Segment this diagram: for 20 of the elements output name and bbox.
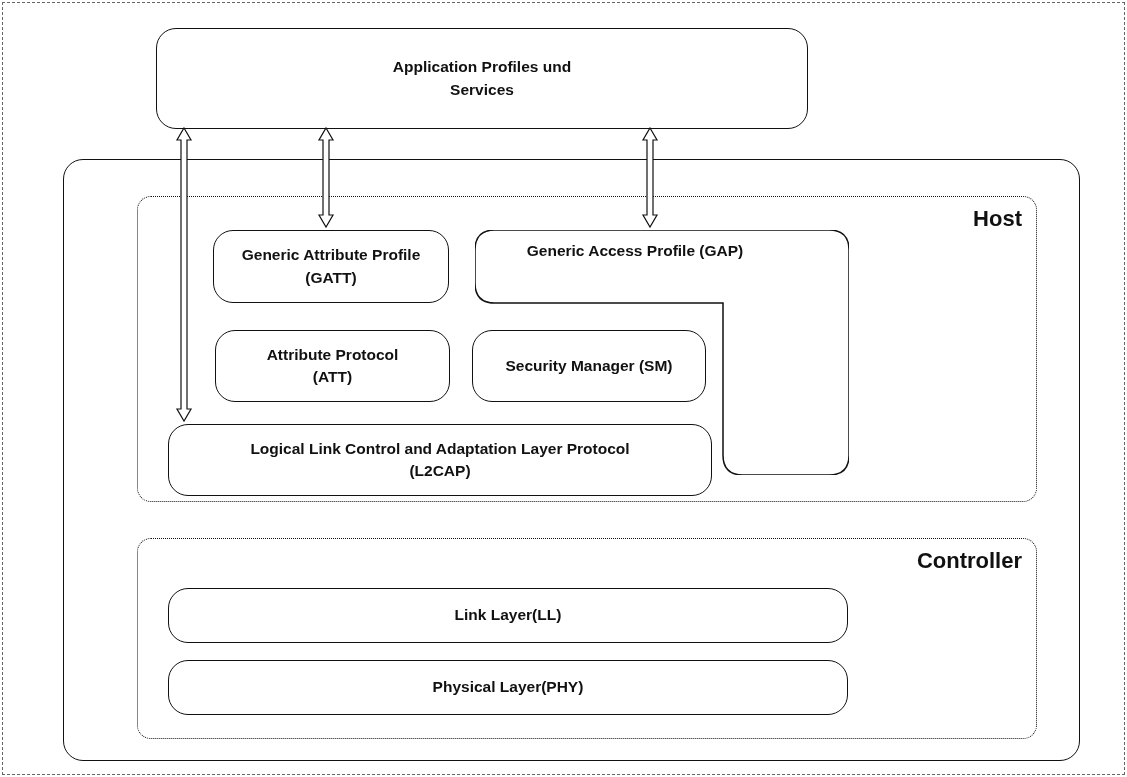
layer-box xyxy=(168,424,712,496)
layer-box xyxy=(168,588,848,643)
layer-label: Application Profiles und Services xyxy=(391,57,573,100)
layer-label: Attribute Protocol (ATT) xyxy=(265,344,400,387)
group-heading: Controller xyxy=(916,547,1022,575)
layer-label: Generic Attribute Profile (GATT) xyxy=(240,245,422,288)
layer-label: Security Manager (SM) xyxy=(505,355,673,376)
layer-box xyxy=(156,28,808,129)
layer-label: Generic Access Profile (GAP) xyxy=(525,241,745,261)
group-heading: Host xyxy=(973,205,1022,233)
layer-label: Logical Link Control and Adaptation Layer Protocol (L2CAP) xyxy=(249,438,631,481)
layer-box xyxy=(215,330,450,402)
layer-box xyxy=(168,660,848,715)
layer-label: Link Layer(LL) xyxy=(454,605,562,626)
double-arrow xyxy=(641,126,659,229)
layer-box xyxy=(213,230,449,303)
double-arrow xyxy=(317,126,335,229)
layer-label: Physical Layer(PHY) xyxy=(432,677,584,698)
double-arrow xyxy=(175,126,193,423)
layer-box xyxy=(472,330,706,402)
